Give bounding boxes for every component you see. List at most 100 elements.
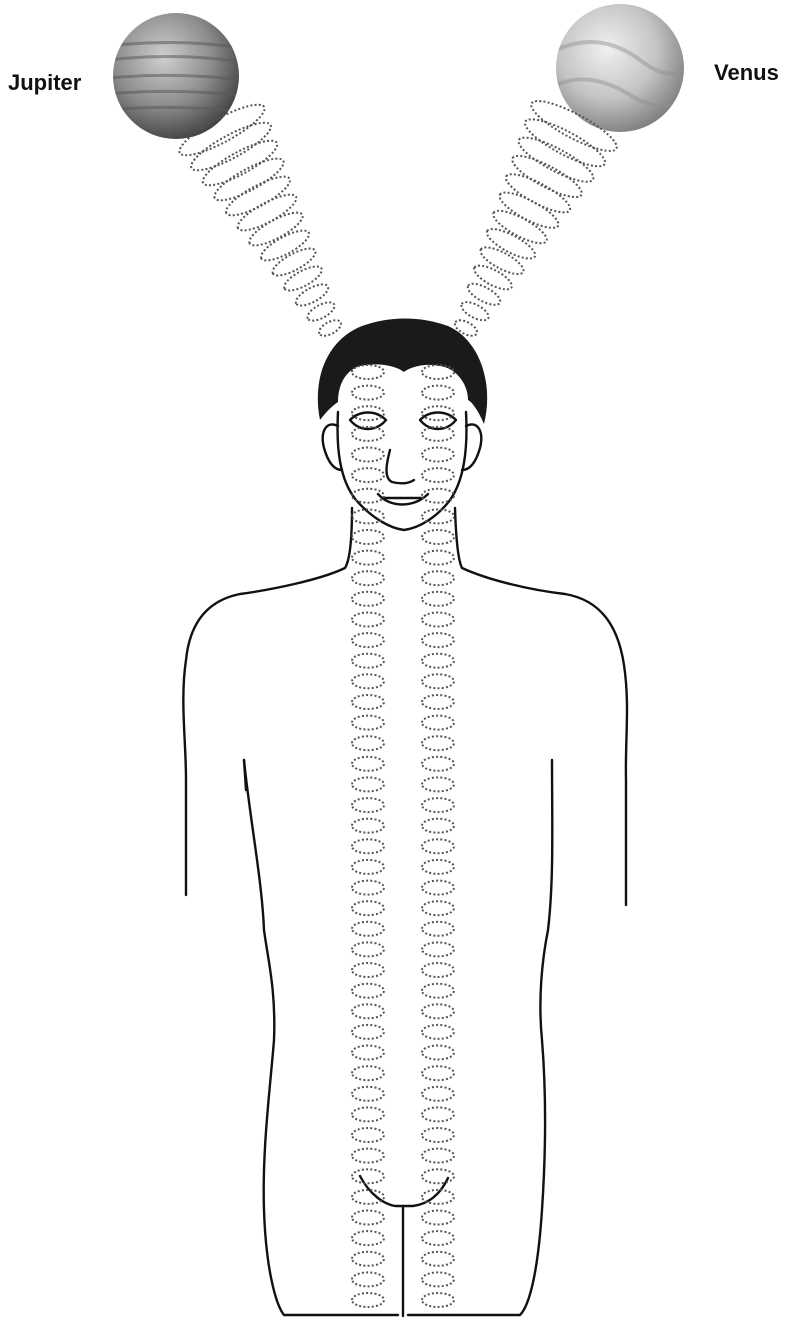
spine-coil-loop-left <box>352 674 384 688</box>
spine-coil-loop-left <box>352 1231 384 1245</box>
spine-coil-loop-right <box>422 1025 454 1039</box>
spine-coil-loop-left <box>352 1149 384 1163</box>
spine-coil-loop-left <box>352 881 384 895</box>
body-outline <box>183 508 352 895</box>
face-outline <box>338 412 467 530</box>
spine-coil-loop-right <box>422 613 454 627</box>
jupiter-coil-loop <box>198 133 282 193</box>
spine-coil-loop-right <box>422 1128 454 1142</box>
spine-coil-loop-left <box>352 592 384 606</box>
venus-coil-loop <box>495 186 562 234</box>
spine-coil-loop-left <box>352 1025 384 1039</box>
spine-coil-loop-left <box>352 777 384 791</box>
spine-coil-loop-right <box>422 386 454 400</box>
spine-coil-loop-right <box>422 1046 454 1060</box>
jupiter-planet-icon <box>108 13 244 139</box>
spine-coil-loop-right <box>422 592 454 606</box>
jupiter-coil-loop <box>293 280 331 310</box>
spine-coil-loop-left <box>352 1004 384 1018</box>
spine-coil-loop-left <box>352 736 384 750</box>
jupiter-coil-loop <box>281 262 325 295</box>
spine-coil-loop-right <box>422 1149 454 1163</box>
energy-spiral-icon <box>174 93 622 1307</box>
spine-coil-loop-left <box>352 571 384 585</box>
spine-coil-loop-right <box>422 1272 454 1286</box>
spine-coil-loop-right <box>422 777 454 791</box>
human-figure-icon <box>183 319 627 1317</box>
spine-coil-loop-right <box>422 448 454 462</box>
spine-coil-loop-right <box>422 654 454 668</box>
spine-coil-loop-left <box>352 448 384 462</box>
spine-coil-loop-left <box>352 695 384 709</box>
spine-coil-loop-left <box>352 819 384 833</box>
spine-coil-loop-left <box>352 757 384 771</box>
venus-coil-loop <box>514 130 598 189</box>
spine-coil-loop-right <box>422 530 454 544</box>
spine-coil-loop-right <box>422 819 454 833</box>
spine-coil-loop-left <box>352 901 384 915</box>
spine-coil-loop-left <box>352 942 384 956</box>
spine-coil-loop-right <box>422 901 454 915</box>
jupiter-coil-loop <box>305 299 338 325</box>
venus-coil-loop <box>489 205 550 249</box>
spine-coil-loop-left <box>352 633 384 647</box>
spine-coil-loop-right <box>422 1211 454 1225</box>
spine-coil-loop-right <box>422 922 454 936</box>
spine-coil-loop-right <box>422 798 454 812</box>
spine-coil-loop-left <box>352 1169 384 1183</box>
spine-coil-loop-left <box>352 1211 384 1225</box>
spine-coil-loop-right <box>422 1087 454 1101</box>
spine-coil-loop-left <box>352 963 384 977</box>
spine-coil-loop-left <box>352 1087 384 1101</box>
spine-coil-loop-left <box>352 468 384 482</box>
spine-coil-loop-right <box>422 839 454 853</box>
spine-coil-loop-right <box>422 1293 454 1307</box>
spine-coil-loop-left <box>352 1272 384 1286</box>
spine-coil-loop-right <box>422 757 454 771</box>
spine-coil-loop-right <box>422 1231 454 1245</box>
spine-coil-loop-left <box>352 716 384 730</box>
spine-coil-loop-right <box>422 1252 454 1266</box>
spine-coil-loop-right <box>422 1169 454 1183</box>
spine-coil-loop-left <box>352 1293 384 1307</box>
spine-coil-loop-right <box>422 1004 454 1018</box>
spine-coil-loop-right <box>422 1107 454 1121</box>
jupiter-label: Jupiter <box>8 70 81 96</box>
spine-coil-loop-right <box>422 633 454 647</box>
spine-coil-loop-right <box>422 984 454 998</box>
spine-coil-loop-right <box>422 468 454 482</box>
spine-coil-loop-left <box>352 839 384 853</box>
spine-coil-loop-right <box>422 860 454 874</box>
spine-coil-loop-left <box>352 984 384 998</box>
spine-coil-loop-left <box>352 798 384 812</box>
spine-coil-loop-left <box>352 1107 384 1121</box>
spine-coil-loop-left <box>352 1066 384 1080</box>
jupiter-coil-loop <box>210 152 289 208</box>
spine-coil-loop-left <box>352 386 384 400</box>
spine-coil-loop-right <box>422 716 454 730</box>
spine-coil-loop-right <box>422 736 454 750</box>
spine-coil-loop-left <box>352 1252 384 1266</box>
spine-coil-loop-left <box>352 1046 384 1060</box>
spine-coil-loop-left <box>352 922 384 936</box>
spine-coil-loop-left <box>352 654 384 668</box>
spine-coil-loop-right <box>422 881 454 895</box>
hair <box>318 319 487 425</box>
venus-coil-loop <box>471 261 515 294</box>
spine-coil-loop-left <box>352 860 384 874</box>
spine-coil-loop-right <box>422 963 454 977</box>
spine-coil-loop-right <box>422 365 454 379</box>
spine-coil-loop-right <box>422 695 454 709</box>
venus-coil-loop <box>483 224 539 264</box>
body-outline-right <box>455 508 627 905</box>
spine-coil-loop-right <box>422 1066 454 1080</box>
venus-coil-loop <box>465 280 503 309</box>
jupiter-coil-loop <box>257 225 313 266</box>
spine-coil-loop-right <box>422 551 454 565</box>
spine-coil-loop-left <box>352 1190 384 1204</box>
spine-coil-loop-left <box>352 1128 384 1142</box>
venus-label: Venus <box>714 60 779 86</box>
spine-coil-loop-right <box>422 942 454 956</box>
